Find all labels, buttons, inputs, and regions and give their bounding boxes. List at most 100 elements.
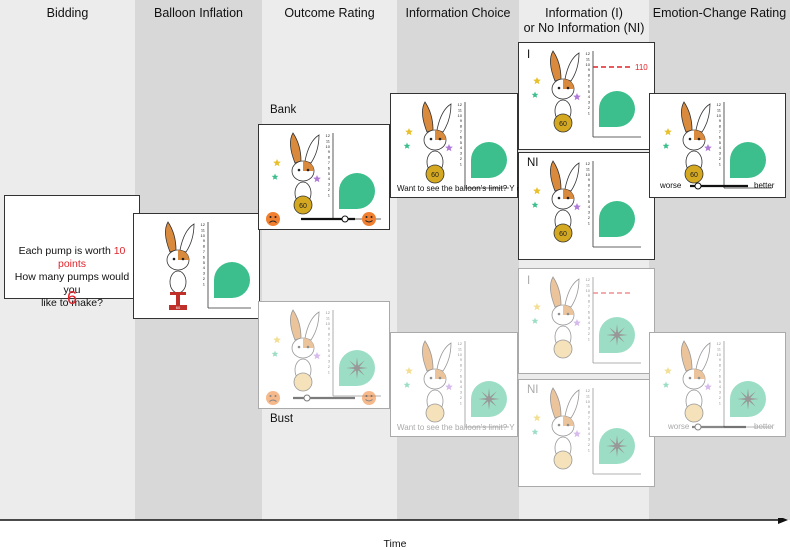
- info-i-label: I: [527, 49, 531, 61]
- svg-text:11: 11: [326, 315, 331, 320]
- svg-text:10: 10: [326, 144, 331, 149]
- column-title-info: Information (I) or No Information (NI): [523, 6, 645, 35]
- svg-text:4: 4: [460, 384, 463, 389]
- svg-text:9: 9: [588, 177, 591, 182]
- svg-text:60: 60: [176, 305, 181, 310]
- svg-text:2: 2: [460, 156, 463, 161]
- info-ni-label: NI: [527, 157, 539, 169]
- svg-text:5: 5: [588, 89, 591, 94]
- svg-text:2: 2: [328, 364, 331, 369]
- svg-text:7: 7: [719, 129, 722, 134]
- column-title-outcome: Outcome Rating: [284, 6, 375, 20]
- worse-label: worse: [660, 181, 682, 190]
- svg-text:7: 7: [588, 304, 591, 309]
- better-bust-label: better: [754, 422, 775, 431]
- bank-rating-slider[interactable]: [263, 209, 387, 229]
- svg-text:5: 5: [588, 315, 591, 320]
- svg-text:6: 6: [328, 342, 331, 347]
- svg-text:10: 10: [458, 352, 463, 357]
- svg-text:2: 2: [203, 276, 206, 281]
- svg-text:3: 3: [588, 100, 591, 105]
- svg-text:6: 6: [588, 193, 591, 198]
- time-arrow: [0, 518, 788, 524]
- worse-bust-label: worse: [668, 422, 690, 431]
- svg-text:8: 8: [328, 332, 331, 337]
- svg-text:3: 3: [588, 326, 591, 331]
- svg-text:9: 9: [203, 238, 206, 243]
- svg-text:6: 6: [328, 165, 331, 170]
- svg-text:5: 5: [719, 379, 722, 384]
- column-title-choice: Information Choice: [405, 6, 511, 20]
- svg-text:12: 12: [586, 388, 591, 393]
- rabbit-figure: 60: [531, 50, 581, 133]
- svg-text:9: 9: [328, 326, 331, 331]
- bidding-panel: Each pump is worth 10 points How many pu…: [4, 195, 140, 309]
- emotion-bust-slider-graphic: [692, 423, 746, 431]
- svg-text:5: 5: [588, 426, 591, 431]
- svg-text:2: 2: [460, 395, 463, 400]
- svg-text:2: 2: [328, 187, 331, 192]
- column-outcome-bg: [262, 0, 397, 520]
- svg-text:12: 12: [458, 102, 463, 107]
- rabbit-figure: 60: [165, 221, 195, 310]
- svg-text:11: 11: [586, 393, 591, 398]
- svg-text:8: 8: [328, 155, 331, 160]
- bidding-line1: Each pump is worth: [18, 245, 114, 257]
- svg-text:3: 3: [328, 359, 331, 364]
- svg-text:3: 3: [328, 182, 331, 187]
- svg-text:7: 7: [328, 337, 331, 342]
- svg-text:4: 4: [328, 176, 331, 181]
- svg-text:1: 1: [588, 336, 591, 341]
- svg-text:4: 4: [588, 94, 591, 99]
- bust-rating-graphic: [266, 391, 376, 405]
- svg-text:11: 11: [586, 282, 591, 287]
- rabbit-figure: 60: [403, 101, 453, 184]
- svg-text:9: 9: [719, 357, 722, 362]
- svg-text:8: 8: [588, 73, 591, 78]
- bust-rating-slider[interactable]: [263, 388, 387, 408]
- svg-text:11: 11: [326, 138, 331, 143]
- svg-text:6: 6: [588, 309, 591, 314]
- bank-rating-graphic: [266, 212, 376, 226]
- svg-text:5: 5: [719, 140, 722, 145]
- emotion-bust-slider[interactable]: worse better: [660, 419, 780, 435]
- svg-text:12: 12: [458, 341, 463, 346]
- svg-text:1: 1: [328, 369, 331, 374]
- svg-text:6: 6: [719, 134, 722, 139]
- svg-text:1: 1: [328, 192, 331, 197]
- svg-text:2: 2: [588, 215, 591, 220]
- svg-text:7: 7: [203, 249, 206, 254]
- svg-text:8: 8: [719, 124, 722, 129]
- svg-text:8: 8: [460, 124, 463, 129]
- bidding-points: 10 points: [57, 245, 126, 270]
- svg-text:8: 8: [588, 410, 591, 415]
- better-label: better: [754, 181, 775, 190]
- bidding-question: Each pump is worth 10 points How many pu…: [5, 245, 139, 310]
- svg-text:1: 1: [588, 447, 591, 452]
- rabbit-figure: [271, 309, 321, 392]
- svg-text:12: 12: [717, 102, 722, 107]
- column-title-emotion: Emotion-Change Rating: [652, 6, 787, 20]
- svg-text:9: 9: [588, 293, 591, 298]
- rabbit-figure: [403, 340, 453, 423]
- emotion-slider[interactable]: worse better: [660, 178, 780, 194]
- svg-text:8: 8: [588, 299, 591, 304]
- info-ni-bust-label: NI: [527, 384, 539, 396]
- svg-text:4: 4: [328, 353, 331, 358]
- choice-question: Want to see the balloon's limit? Y or N: [397, 184, 532, 193]
- svg-text:7: 7: [588, 78, 591, 83]
- svg-text:12: 12: [586, 161, 591, 166]
- svg-text:60: 60: [299, 203, 307, 210]
- svg-text:10: 10: [586, 62, 591, 67]
- svg-text:12: 12: [586, 51, 591, 56]
